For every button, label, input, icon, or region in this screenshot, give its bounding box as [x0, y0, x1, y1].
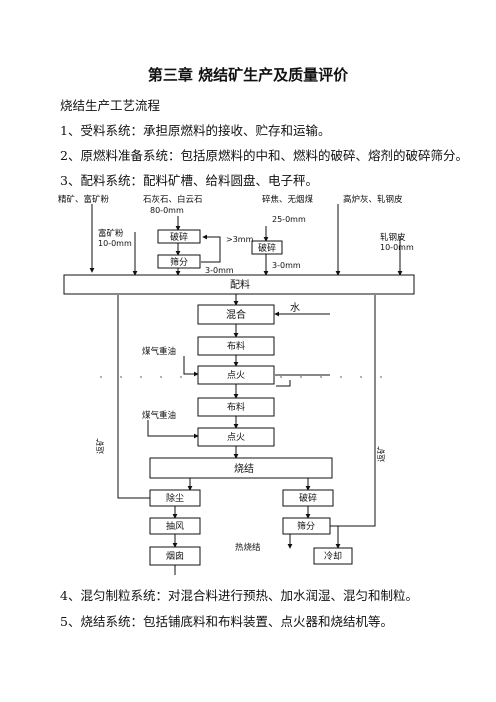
hot-sinter-label: 热烧结: [235, 542, 261, 553]
return-left-label: 返矿: [95, 438, 105, 454]
batching-box: [63, 274, 415, 295]
crush3-box: [282, 489, 334, 507]
gas-oil-label-1: 煤气重油: [142, 346, 176, 357]
list-item-batching: 3、配料系统：配料矿槽、给料圆盘、电子秤。: [60, 173, 318, 188]
source-dust: 高炉灰、轧钢皮: [343, 194, 403, 205]
ignition1-box: [197, 365, 275, 385]
screen1-box: [157, 254, 201, 269]
intro-line: 烧结生产工艺流程: [60, 98, 161, 113]
crush1-box: [157, 229, 201, 244]
list-item-mixing: 4、混匀制粒系统：对混合料进行预热、加水润湿、混匀和制粒。: [60, 588, 418, 603]
sintering-label: 烧结: [234, 462, 254, 475]
batching-label: 配料: [230, 278, 250, 291]
page-title: 第三章 烧结矿生产及质量评价: [147, 66, 349, 84]
list-item-preparation: 2、原燃料准备系统：包括原燃料的中和、燃料的破碎、熔剂的破碎筛分。: [60, 148, 468, 163]
size-3-0-b: 3-0mm: [272, 261, 301, 270]
dedust-label: 除尘: [166, 492, 184, 504]
feeding2-label: 布料: [227, 401, 245, 413]
rich-ore-size: 10-0mm: [98, 239, 132, 248]
mixing-box: [197, 304, 275, 325]
cooling-label: 冷却: [324, 550, 342, 562]
crush1-label: 破碎: [170, 231, 188, 243]
dedust-box: [149, 489, 201, 507]
scale-size: 10-0mm: [380, 243, 414, 252]
crush2-label: 破碎: [258, 242, 276, 254]
list-item-sintering: 5、烧结系统：包括铺底料和布料装置、点火器和烧结机等。: [60, 614, 393, 629]
source-coal: 碎焦、无烟煤: [262, 194, 314, 205]
scale-label: 轧钢皮: [380, 232, 406, 243]
source-coal-size: 25-0mm: [272, 215, 306, 224]
exhaust-label: 抽风: [166, 520, 184, 532]
cooling-box: [313, 547, 353, 565]
ignition1-label: 点火: [227, 370, 245, 381]
source-flux: 石灰石、白云石: [143, 194, 203, 205]
feeding2-box: [197, 397, 275, 417]
feeding1-label: 布料: [227, 340, 245, 352]
return-right-label: 返矿: [376, 446, 386, 462]
mixing-label: 混合: [226, 308, 246, 321]
ignition2-label: 点火: [227, 432, 245, 443]
ignition2-box: [197, 427, 275, 447]
chimney-box: [149, 546, 201, 566]
gas-oil-label-2: 煤气重油: [142, 410, 176, 421]
crush3-label: 破碎: [299, 492, 317, 504]
source-ore: 精矿、富矿粉: [58, 194, 110, 205]
feeding1-box: [197, 336, 275, 356]
list-item-receiving: 1、受料系统：承担原燃料的接收、贮存和运输。: [60, 123, 331, 138]
size-3-0-a: 3-0mm: [205, 266, 234, 275]
screen2-box: [282, 517, 331, 535]
screen2-label: 筛分: [297, 520, 315, 532]
screen1-label: 筛分: [170, 256, 188, 268]
crush2-box: [251, 240, 283, 255]
oversize-label: >3mm: [226, 235, 254, 244]
exhaust-box: [149, 517, 201, 535]
chimney-label: 烟囱: [166, 550, 184, 562]
water-label: 水: [290, 302, 300, 314]
source-flux-size: 80-0mm: [150, 206, 184, 215]
rich-ore-label: 富矿粉: [98, 228, 124, 239]
sintering-box: [149, 457, 333, 479]
